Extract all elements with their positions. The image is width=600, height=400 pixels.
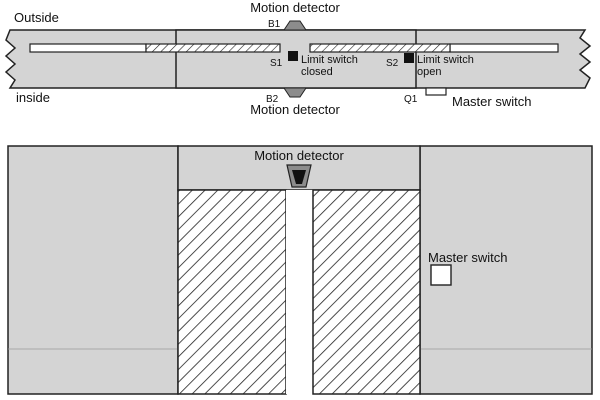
label-limit-switch-closed-1: Limit switch [301,54,358,66]
label-b2: B2 [266,94,279,105]
right-door-white [449,43,559,53]
left-door-leaf [177,189,287,395]
limit-switch-s1-icon [288,51,298,61]
motion-detector-lens [292,170,306,184]
label-b1: B1 [268,19,281,30]
right-door-leaf [312,189,421,395]
left-wall-panel [7,145,179,395]
motion-detector-b1-icon [283,20,307,31]
label-limit-switch-open-1: Limit switch [417,54,474,66]
label-inside: inside [16,90,50,105]
left-door-hatched [145,43,281,53]
door-gap [286,190,313,394]
top-view: Outside inside Motion detector Motion de… [4,0,592,117]
label-limit-switch-closed-2: closed [301,66,333,78]
label-q1: Q1 [404,94,418,105]
label-master-switch-front: Master switch [428,250,507,265]
label-motion-detector-bottom: Motion detector [250,102,340,117]
right-door-hatched [309,43,451,53]
label-s1: S1 [270,58,283,69]
limit-switch-s2-icon [404,53,414,63]
label-outside: Outside [14,10,59,25]
label-limit-switch-open-2: open [417,66,441,78]
label-master-switch-top: Master switch [452,94,531,109]
motion-detector-b2-icon [283,87,307,98]
label-motion-detector-top: Motion detector [250,0,340,15]
master-switch-q1-icon [425,87,447,96]
label-motion-detector-front: Motion detector [254,148,344,163]
label-s2: S2 [386,58,399,69]
left-door-white [29,43,147,53]
front-view: Motion detector Master switch [7,145,593,395]
master-switch-front-icon [430,264,452,286]
